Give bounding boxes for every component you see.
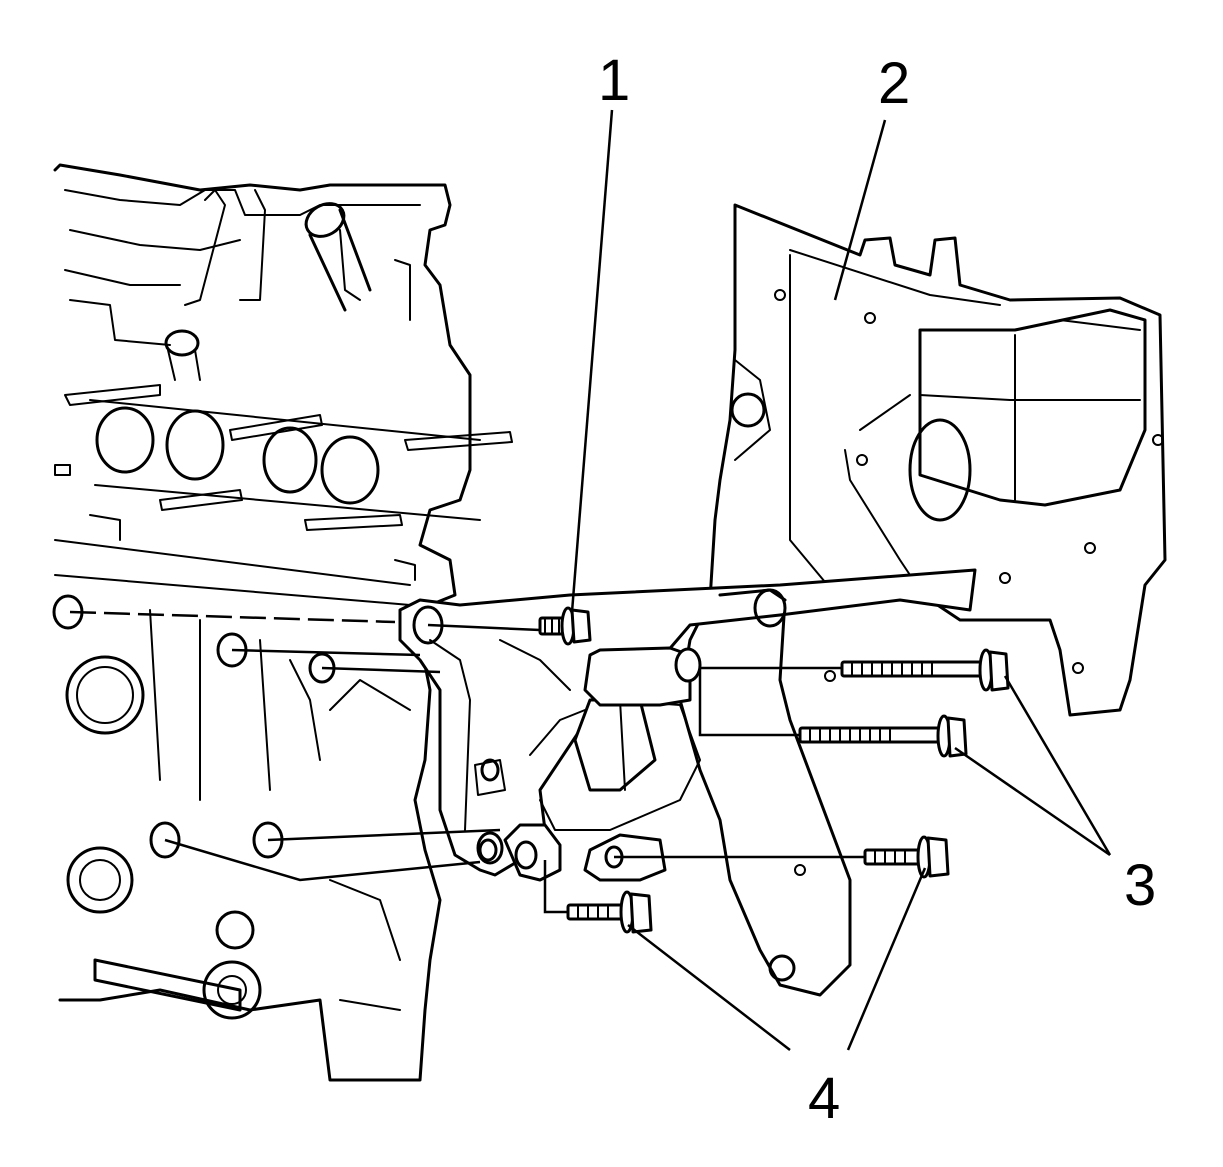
leader-2 [833, 119, 887, 301]
manifold-ports [95, 406, 380, 505]
bolt-4-left [566, 890, 653, 934]
bolt-3-lower [798, 714, 968, 758]
leader-3b [954, 746, 1111, 857]
callout-3: 3 [1124, 853, 1156, 918]
bracket-boss [583, 646, 692, 707]
callout-leaders [570, 109, 1112, 1051]
callout-1: 1 [598, 48, 630, 113]
bolt-4-right [863, 835, 950, 879]
studs [54, 384, 513, 531]
assembly-lines [69, 610, 870, 914]
bracket-cutout [573, 698, 657, 792]
leader-1 [570, 109, 614, 613]
leader-4b [846, 867, 927, 1051]
callout-2: 2 [878, 51, 910, 116]
support-bracket [398, 568, 977, 882]
leader-3a [1003, 675, 1112, 856]
damper-block [918, 308, 1147, 507]
bolt-3-upper [840, 648, 1010, 692]
callout-4: 4 [808, 1066, 840, 1131]
leader-4a [627, 924, 791, 1051]
bolt-1 [538, 606, 592, 646]
